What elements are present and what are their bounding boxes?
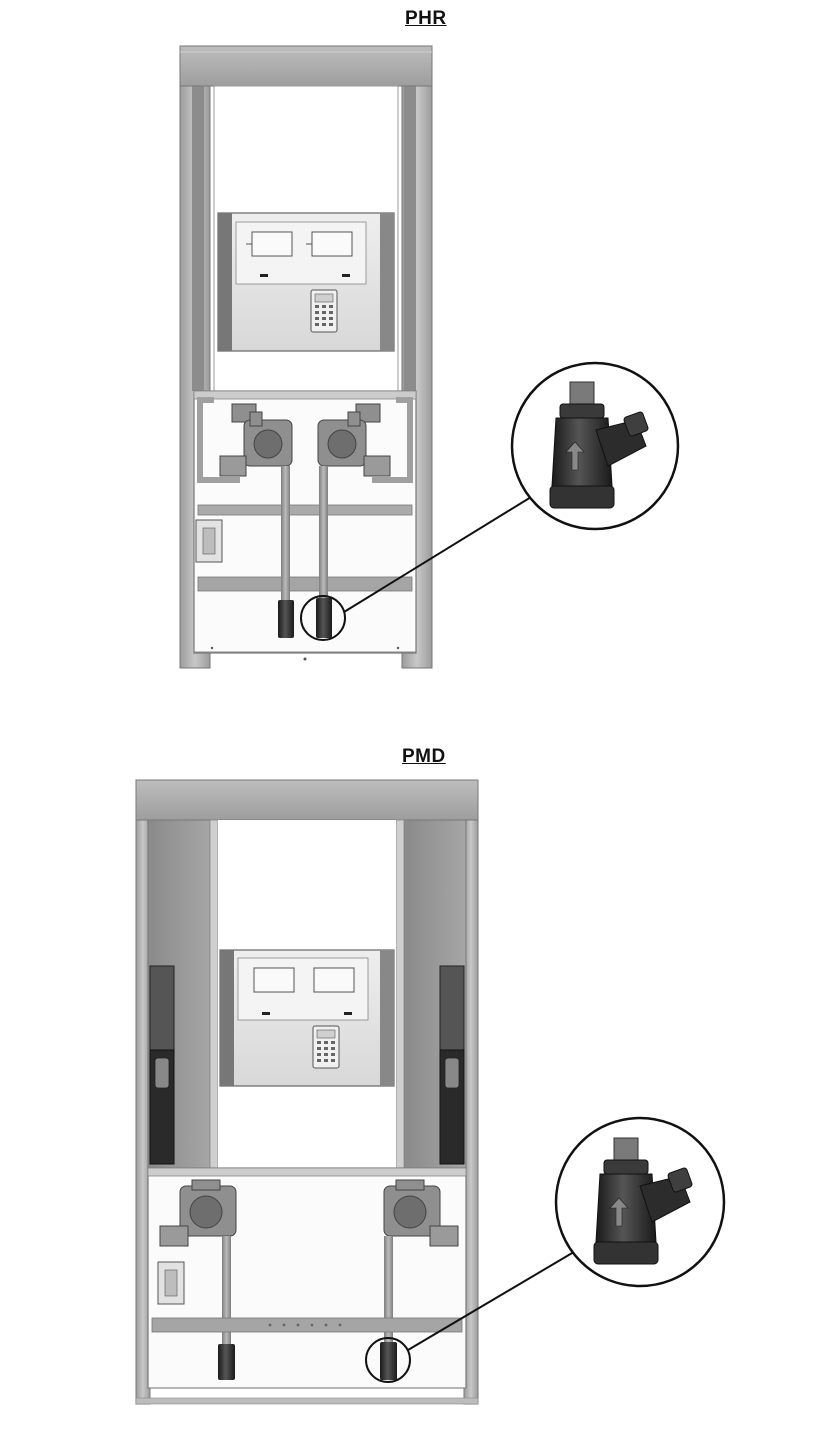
pmd-meter-left xyxy=(159,1179,237,1247)
phr-dispenser xyxy=(179,45,433,669)
pmd-strainer-left xyxy=(218,1344,235,1380)
pmd-callout-small-circle xyxy=(365,1337,411,1383)
y-strainer-valve-icon xyxy=(549,381,649,509)
phr-hydraulic-cabinet xyxy=(193,390,417,654)
phr-callout-leader-line xyxy=(343,493,537,613)
phr-callout-small-circle xyxy=(300,595,346,641)
phr-strainer-left xyxy=(278,600,294,638)
pmd-nozzle-right xyxy=(439,965,465,1165)
pmd-nozzle-left xyxy=(149,965,175,1165)
phr-meter-left xyxy=(219,403,293,477)
phr-top-header xyxy=(179,45,433,87)
pmd-strainer-callout xyxy=(365,1116,726,1383)
phr-strainer-callout xyxy=(300,361,680,641)
figure-label-pmd: PMD xyxy=(402,746,446,767)
figure-label-phr: PHR xyxy=(405,8,447,29)
pmd-top-header xyxy=(135,779,479,821)
phr-strainer-right xyxy=(316,598,332,638)
pmd-dispenser xyxy=(135,779,479,1405)
phr-meter-right xyxy=(317,403,391,477)
pmd-meter-right xyxy=(383,1179,459,1247)
y-strainer-valve-icon-2 xyxy=(593,1137,693,1265)
pmd-strainer-right xyxy=(380,1342,397,1380)
pmd-callout-leader-line xyxy=(407,1245,585,1351)
